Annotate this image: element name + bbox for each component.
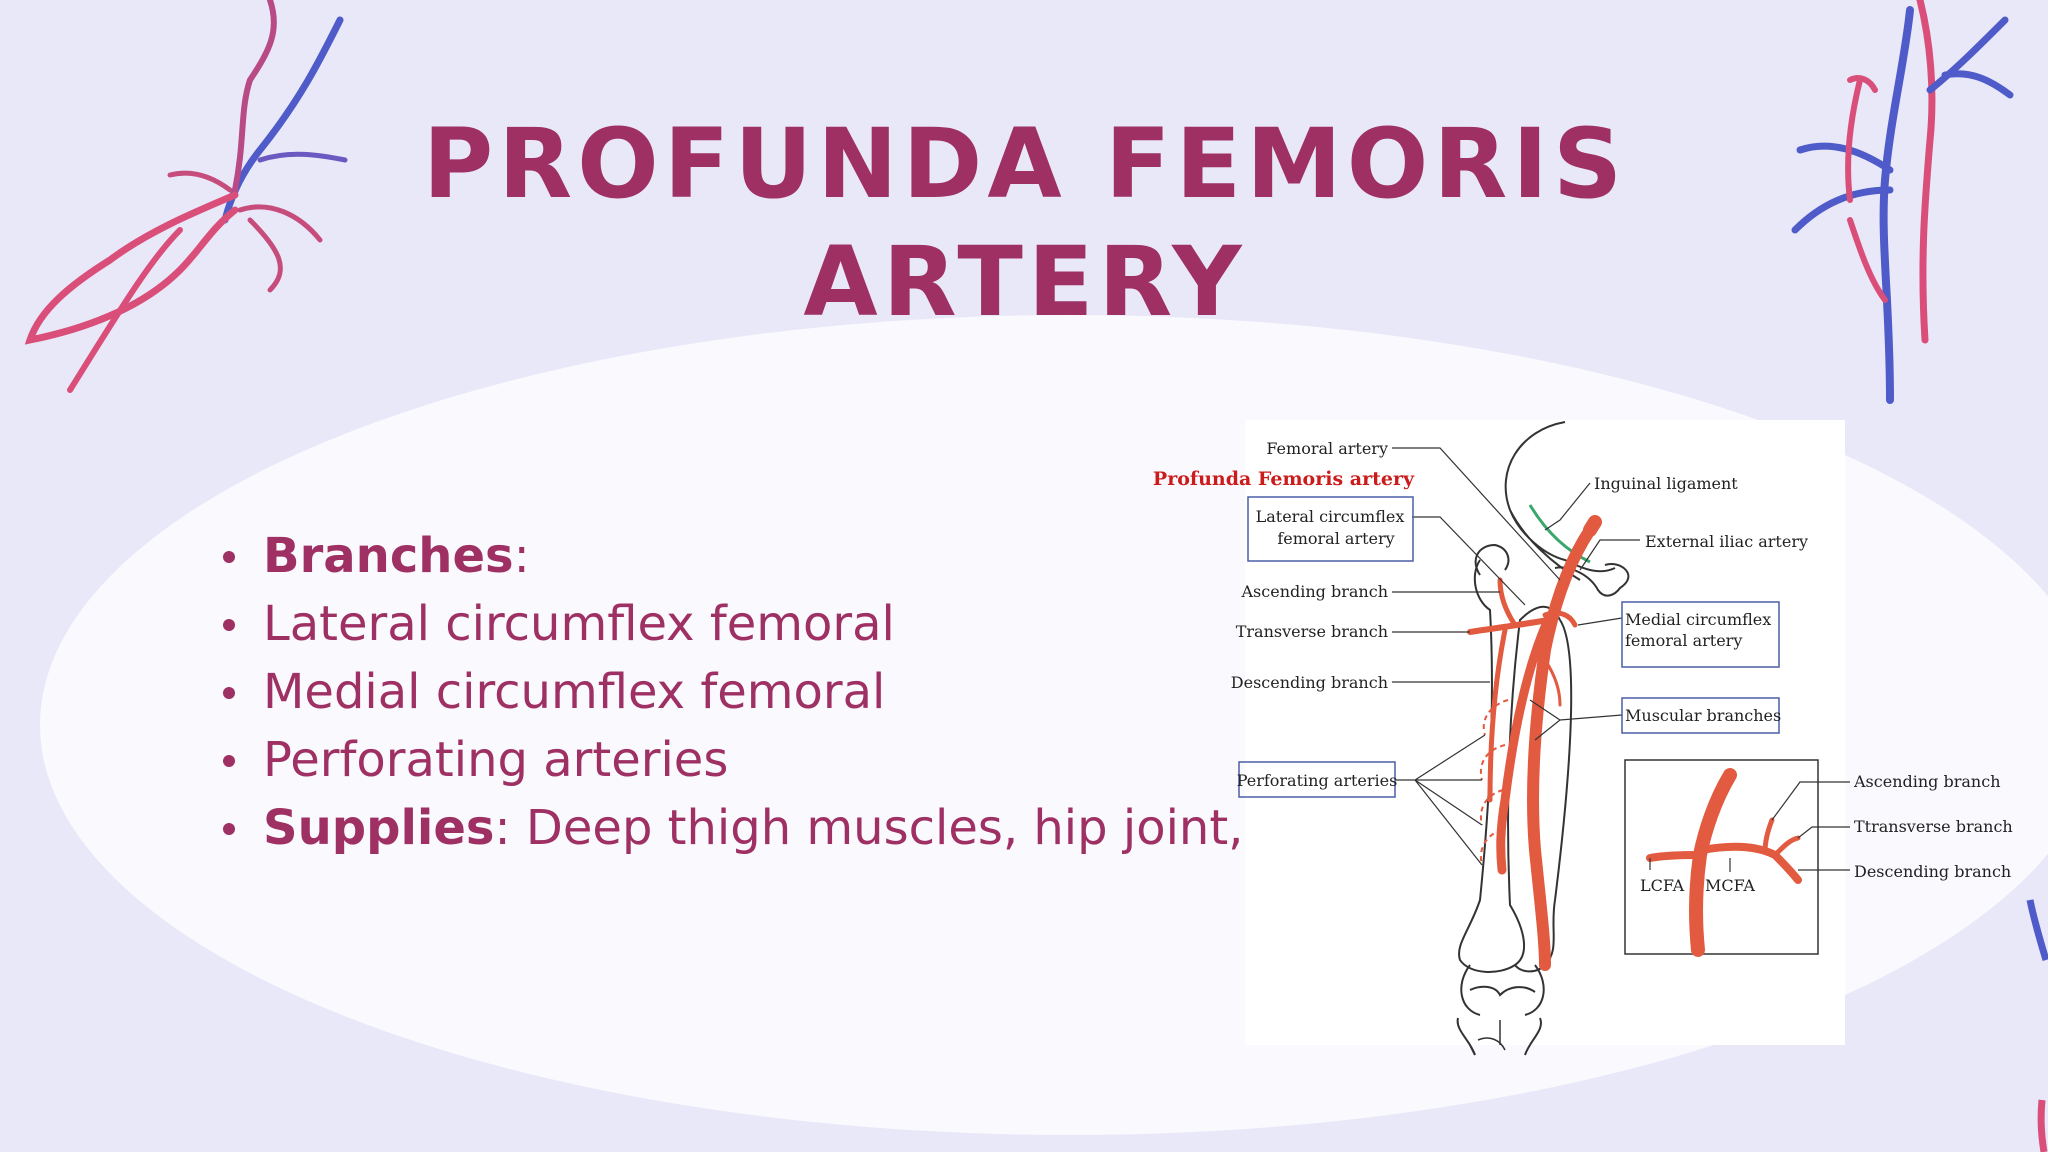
label-box-perforating [1238, 761, 1396, 798]
bullet-text: Lateral circumflex femoral [263, 596, 895, 652]
inset-label-lcfa: LCFA [1640, 876, 1685, 895]
title-line-1: PROFUNDA FEMORIS [422, 108, 1628, 220]
label-descending-branch: Descending branch [1231, 673, 1388, 692]
profunda-femoris-trunk [1496, 615, 1553, 875]
patella-outline [1469, 985, 1536, 997]
label-transverse-branch: Transverse branch [1236, 622, 1388, 641]
inset-label-descending: Descending branch [1854, 862, 2011, 881]
perforator-1 [1482, 699, 1509, 736]
label-inguinal-ligament: Inguinal ligament [1594, 474, 1738, 493]
vessel-fragment-right-edge [2026, 899, 2048, 1152]
label-profunda-femoris: Profunda Femoris artery [1153, 468, 1415, 490]
artery-tree [1467, 515, 1602, 971]
greater-trochanter [1474, 543, 1510, 576]
external-iliac-segment [1583, 515, 1602, 537]
bullet-item: Perforating arteries [218, 726, 1402, 794]
hip-socket-outline [1554, 563, 1630, 597]
bullet-text: Medial circumflex femoral [263, 664, 886, 720]
ascending-branch-vessel [1497, 577, 1518, 628]
inset-ascending-vessel [1762, 817, 1775, 855]
perforating-vessels [1480, 699, 1509, 866]
label-box-muscular-branches [1621, 697, 1780, 734]
perforator-3 [1480, 789, 1504, 826]
label-muscular-branches: Muscular branches [1625, 706, 1781, 725]
title-line-2: ARTERY [803, 226, 1247, 338]
knee-outline [1460, 964, 1545, 1016]
label-femoral-artery: Femoral artery [1266, 439, 1388, 458]
inset-lcfa-vessel [1646, 851, 1704, 862]
descending-branch-vessel [1487, 627, 1508, 803]
label-medial-circumflex-2: femoral artery [1625, 631, 1742, 650]
perforator-2 [1480, 744, 1506, 781]
femur-shaft-outline [1514, 619, 1573, 973]
inguinal-ligament-line [1528, 504, 1591, 564]
bullet-text: Perforating arteries [263, 732, 729, 788]
inset-artery [1646, 768, 1802, 957]
page-title: PROFUNDA FEMORIS ARTERY [400, 105, 1650, 341]
inset-transverse-vessel [1772, 835, 1801, 858]
muscular-branch-vessel [1543, 658, 1562, 707]
bullet-item: Medial circumflex femoral [218, 658, 1402, 726]
inset-label-transverse: Ttransverse branch [1854, 817, 2013, 836]
bullet-bold: Branches [263, 528, 514, 584]
bullet-item: Lateral circumflex femoral [218, 590, 1402, 658]
label-box-lateral-circumflex [1247, 496, 1414, 562]
bullet-text: : [513, 528, 530, 584]
medial-circumflex-vessel [1542, 610, 1578, 628]
femoral-artery-trunk [1527, 524, 1596, 971]
leader-lines [1392, 447, 1640, 866]
bullet-bold: Supplies [263, 800, 495, 856]
label-external-iliac: External iliac artery [1645, 532, 1808, 551]
femur-outline [1458, 559, 1561, 973]
inset-label-mcfa: MCFA [1705, 876, 1755, 895]
label-lateral-circumflex-1: Lateral circumflex [1256, 507, 1405, 526]
vessel-illustration-top-right [1791, 0, 2014, 404]
lateral-circumflex-branch [1467, 617, 1551, 635]
perforator-4 [1480, 829, 1503, 866]
inset-label-ascending: Ascending branch [1853, 772, 2001, 791]
tibia-detail [1477, 1020, 1506, 1051]
label-medial-circumflex-1: Medial circumflex [1625, 610, 1771, 629]
tibia-outline [1456, 1017, 1542, 1056]
bullet-item: Branches: [218, 522, 1402, 590]
label-ascending-branch: Ascending branch [1241, 582, 1389, 601]
label-perforating-arteries: Perforating arteries [1237, 771, 1398, 790]
vessel-illustration-top-left [24, 0, 348, 393]
label-lateral-circumflex-2: femoral artery [1277, 529, 1394, 548]
inset-leader-lines [1649, 781, 1850, 872]
label-box-medial-circumflex [1621, 601, 1780, 668]
